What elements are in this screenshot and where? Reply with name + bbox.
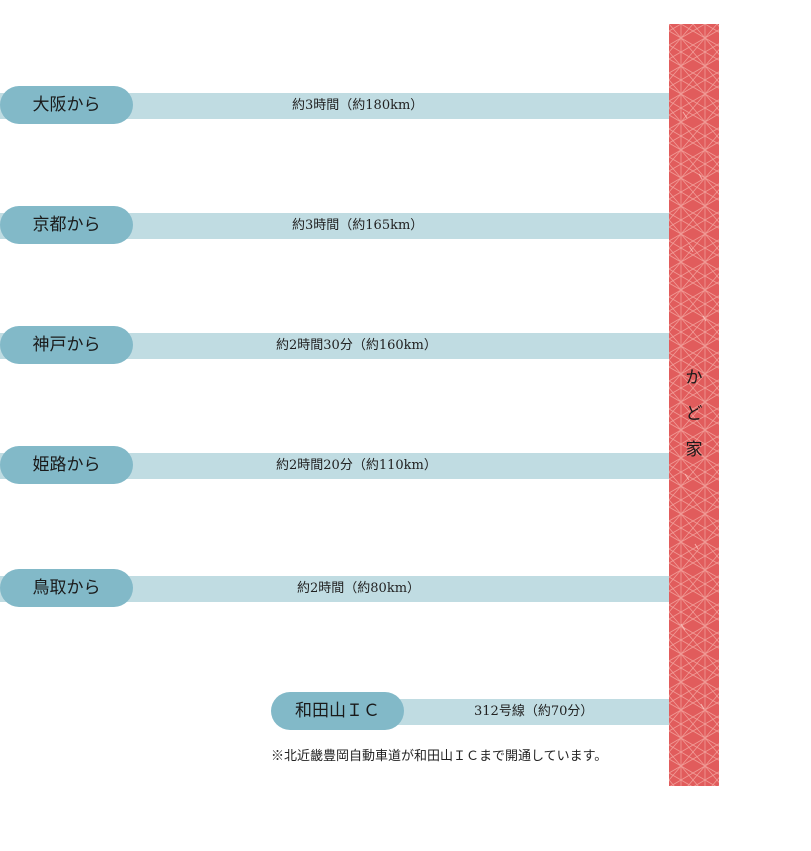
route-time: 約3時間（約165km） bbox=[292, 218, 424, 233]
route-time: 約2時間20分（約110km） bbox=[276, 458, 437, 473]
route-大阪: 約3時間（約180km） 大阪から bbox=[0, 86, 669, 126]
route-bar bbox=[380, 699, 669, 725]
asanoha-pattern bbox=[669, 24, 719, 786]
route-京都: 約3時間（約165km） 京都から bbox=[0, 206, 669, 246]
destination-banner: か ど 家 bbox=[669, 24, 719, 786]
route-鳥取: 約2時間（約80km） 鳥取から bbox=[0, 569, 669, 609]
route-wadayama-ic: 312号線（約70分） 和田山ＩＣ bbox=[0, 692, 669, 732]
footnote: ※北近畿豊岡自動車道が和田山ＩＣまで開通しています。 bbox=[271, 749, 608, 764]
destination-char: か bbox=[685, 368, 703, 388]
origin-label: 和田山ＩＣ bbox=[271, 692, 404, 730]
origin-label: 鳥取から bbox=[0, 569, 133, 607]
route-姫路: 約2時間20分（約110km） 姫路から bbox=[0, 446, 669, 486]
destination-label: か ど 家 bbox=[669, 360, 719, 468]
destination-char: ど bbox=[685, 404, 703, 424]
origin-label: 神戸から bbox=[0, 326, 133, 364]
origin-label: 姫路から bbox=[0, 446, 133, 484]
route-time: 約2時間30分（約160km） bbox=[276, 338, 437, 353]
origin-label: 京都から bbox=[0, 206, 133, 244]
destination-char: 家 bbox=[685, 440, 703, 460]
route-time: 312号線（約70分） bbox=[474, 704, 594, 719]
route-time: 約2時間（約80km） bbox=[297, 581, 421, 596]
route-神戸: 約2時間30分（約160km） 神戸から bbox=[0, 326, 669, 366]
origin-label: 大阪から bbox=[0, 86, 133, 124]
route-time: 約3時間（約180km） bbox=[292, 98, 424, 113]
